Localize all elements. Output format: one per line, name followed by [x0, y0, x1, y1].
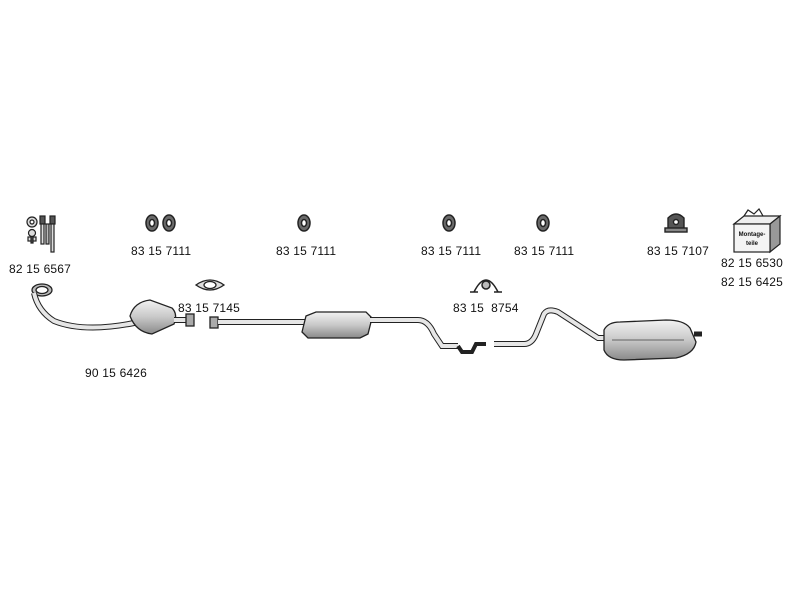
bolt-kit-icon — [26, 215, 56, 253]
box-label-line1: Montage- — [739, 232, 766, 238]
bolt-kit-part-number: 82 15 6567 — [9, 262, 72, 276]
catalyst-pipe-part-number: 90 15 6426 — [85, 366, 148, 380]
hanger-part-number-2: 83 15 7111 — [276, 244, 337, 258]
hanger-part-number-3: 83 15 7111 — [421, 244, 482, 258]
middle-silencer-icon — [218, 311, 486, 354]
clamp-icon — [470, 279, 502, 293]
front-pipe-catalyst-icon — [31, 283, 219, 335]
hanger-part-number-4: 83 15 7111 — [514, 244, 575, 258]
hanger-part-number-1: 83 15 7111 — [131, 244, 192, 258]
clamp-part-number: 83 15 8754 — [453, 301, 519, 315]
box-label-line2: teile — [746, 241, 759, 247]
mount-kit-part-number-a: 82 15 6530 — [721, 256, 784, 270]
hanger-bracket-icon — [664, 213, 688, 233]
hanger-part-number-5: 83 15 7107 — [647, 244, 710, 258]
mounting-box-icon: Montage- teile — [732, 208, 782, 254]
gasket-part-number: 83 15 7145 — [178, 301, 241, 315]
rear-silencer-icon — [494, 307, 702, 361]
mount-kit-part-number-b: 82 15 6425 — [721, 275, 784, 289]
gasket-icon — [194, 279, 226, 291]
rubber-hanger-icon — [145, 214, 550, 232]
